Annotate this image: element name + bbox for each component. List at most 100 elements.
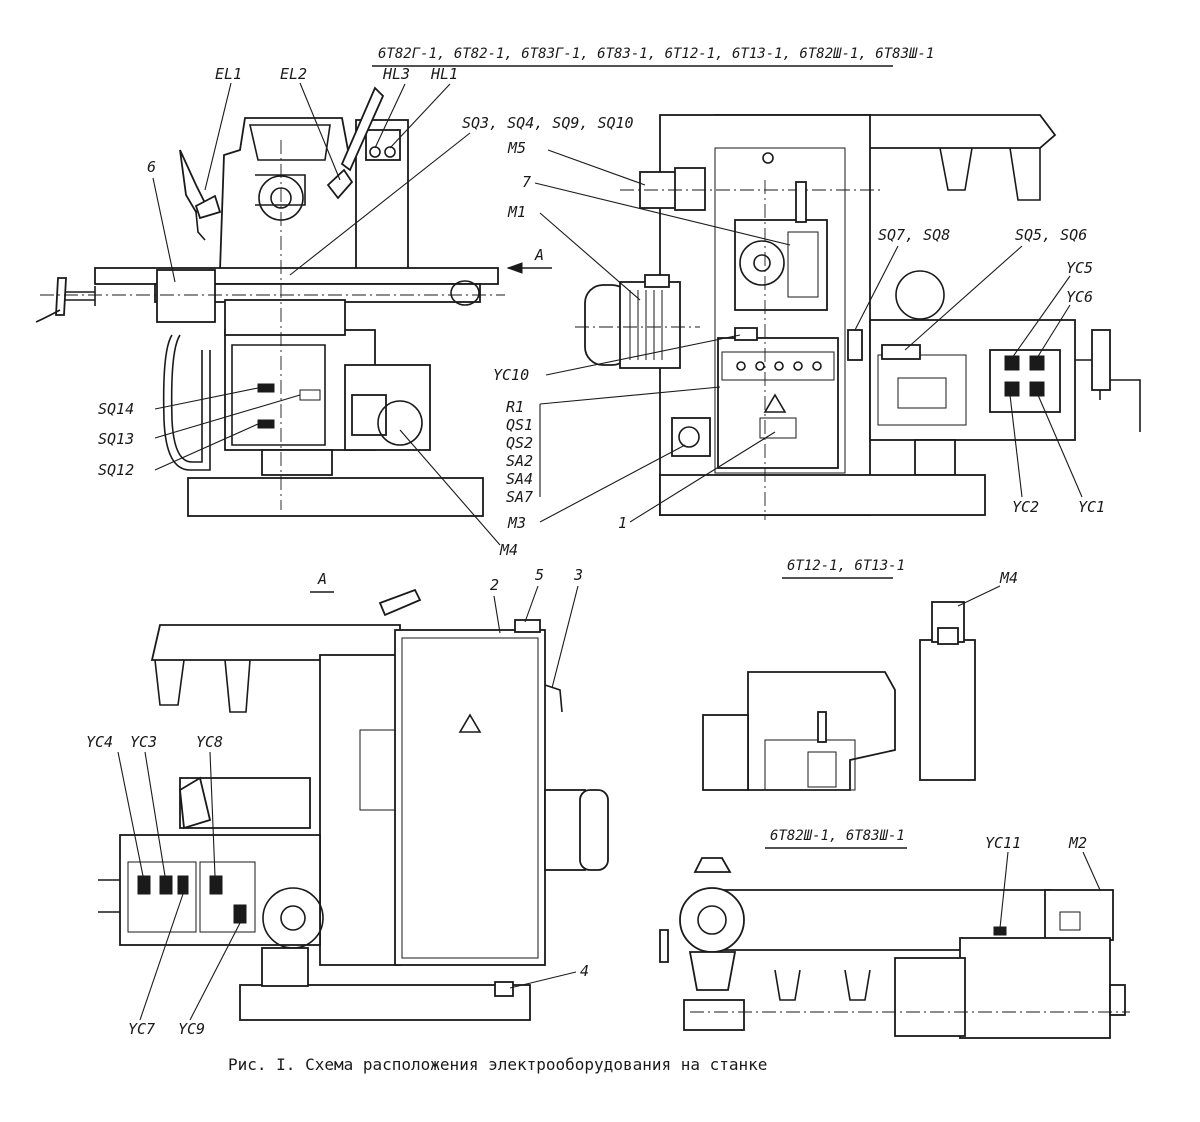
switch-qs2-icon [755,361,765,371]
column-lower [261,449,333,476]
yc5-label: YC5 [1066,259,1093,277]
cable-conduit [162,334,211,471]
panel-qs1-label: QS1 [506,416,533,434]
m2-label: M2 [1068,834,1087,852]
vertical-m4-leader [957,585,1001,607]
item4-connector [494,981,514,997]
m2-motor-icon [1044,889,1114,941]
item3-label: 3 [573,566,583,584]
m4-motor-coupling [937,627,959,645]
overarm-support-right [1009,147,1041,201]
sq12-label: SQ12 [98,461,134,479]
switch-sa4-icon [793,361,803,371]
swivel-handwheel [659,929,669,963]
vertical-head-body [919,639,976,781]
speed-dial-center [753,254,771,272]
hl1-label: HL1 [430,65,458,83]
sq56-leader [904,245,1023,351]
m2-leader [1082,851,1101,891]
item4-leader [509,971,577,989]
el1-lamp-head-icon [194,194,222,220]
yc1-label: YC1 [1078,498,1105,516]
switch-sa7-icon [812,361,822,371]
yc11-clutch-icon [993,926,1007,936]
panel-device-list: R1 QS1 QS2 SA2 SA4 SA7 [506,386,721,506]
knee-screw-housing [261,947,309,987]
hazard-warning-icon [763,393,787,413]
overarm-support-left [939,147,973,191]
el2-lamp-head-icon [326,168,354,200]
machine-base [187,477,484,517]
item5-label: 5 [535,566,544,584]
panel-sa4-label: SA4 [506,470,533,488]
machine-base [239,984,531,1021]
lever-icon [795,181,807,223]
overarm-support-right [224,659,251,713]
item5-leader [524,585,539,623]
yc9-clutch-icon [233,904,247,924]
universal-head-view: 6Т82Ш-1, 6Т83Ш-1 YC11 M2 [659,828,1130,1039]
m5-cover [674,167,706,211]
universal-motor [894,957,966,1037]
item3-leader [551,585,579,689]
yc3-leader [144,751,166,877]
el2-leader [299,82,341,181]
knee-top [224,299,346,336]
handwheel-icon [55,277,67,316]
yc8-clutch-icon [209,875,223,895]
yc10-clutch-icon [734,327,758,341]
yc3-clutch-icon [159,875,173,895]
sq56-label: SQ5, SQ6 [1015,226,1087,244]
m4-label: M4 [499,541,518,559]
view-a-section-label: A [317,570,327,588]
item2-cabinet-door [401,637,539,959]
motor-body [544,789,586,871]
item1-leader [629,431,776,523]
yc6-label: YC6 [1066,288,1093,306]
yc8-label: YC8 [196,733,223,751]
handwheel-handle [35,309,61,323]
m3-motor-icon [671,417,711,457]
yc7-label: YC7 [128,1020,155,1038]
m1-motor-icon [619,281,681,369]
saddle-lever [179,776,212,830]
el1-leader [204,82,232,191]
sq12-leader [154,423,259,471]
yc7-leader [139,893,184,1021]
item6-leader [152,177,176,283]
yc-clutch-box-right [199,861,256,933]
yc1-leader [1037,394,1083,498]
sq14-label: SQ14 [98,400,134,418]
feed-clutch-block [989,349,1061,413]
m2-motor-terminal [1059,911,1081,931]
column-top-cap [248,124,331,161]
swivel-head-top [693,857,732,873]
cabinet-lamp-arm [378,588,422,617]
el2-lamp-arm-icon [340,86,385,172]
m3-leader [539,444,686,523]
m3-motor-shaft [678,426,700,448]
support-legs [774,969,871,1001]
hazard-warning-icon [458,713,482,733]
item7-switch-grid [787,231,819,298]
panel-sa2-label: SA2 [506,452,533,470]
spindle-nose-block [683,999,745,1031]
knee-nameplate [897,377,947,409]
item7-label: 7 [522,173,531,191]
m5-leader [547,149,646,186]
sq78-label: SQ7, SQ8 [878,226,950,244]
sq12-switch-icon [257,419,275,429]
m1-motor-fins [629,290,663,360]
item1-label: 1 [618,514,627,532]
item2-leader [493,595,501,634]
yc-clutch-box-left [127,861,197,933]
table-rotary-dial [895,270,945,320]
vertical-head-view: 6Т12-1, 6Т13-1 M4 [702,558,1018,791]
swivel-head-bottom [688,951,737,991]
yc6-clutch-icon [1029,355,1045,371]
yc5-leader [1011,275,1071,359]
panel-r1-label: R1 [506,398,524,416]
yc2-clutch-icon [1004,381,1020,397]
yc10-label: YC10 [493,366,529,384]
speed-dial-icon [739,240,785,286]
